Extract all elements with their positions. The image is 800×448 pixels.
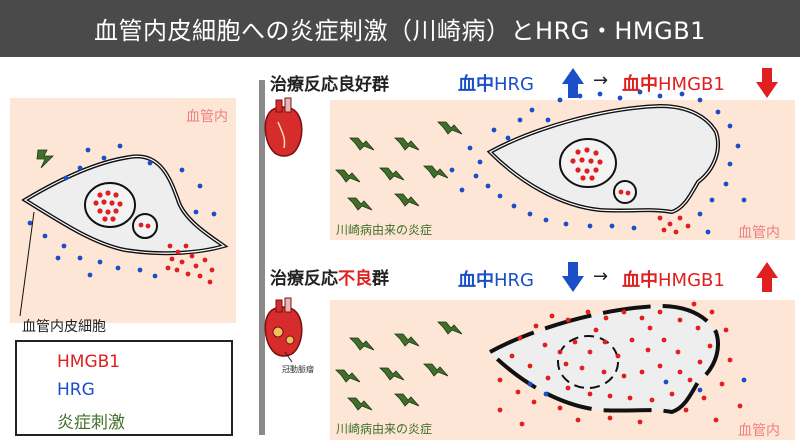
good-endothelial-cell	[486, 103, 720, 215]
good-inflammation-label: 川崎病由来の炎症	[336, 223, 433, 237]
header-bar: 血管内皮細胞への炎症刺激（川崎病）とHRG・HMGB1	[0, 0, 800, 57]
left-endothelial-cell	[21, 154, 229, 256]
bolt-icon	[437, 321, 463, 335]
bolt-icon	[394, 393, 420, 407]
left-hrg-dots	[27, 143, 217, 279]
good-hrg-up-arrow-icon	[562, 68, 584, 98]
bolt-icon	[379, 167, 405, 181]
bad-hmgb1-label: 血中HMGB1	[622, 266, 725, 292]
bolt-icon	[437, 121, 463, 135]
bad-hrg-down-arrow-icon	[562, 262, 584, 292]
bad-hrg-dots	[527, 377, 747, 397]
page-title: 血管内皮細胞への炎症刺激（川崎病）とHRG・HMGB1	[94, 17, 706, 45]
good-hmgb1-label: 血中HMGB1	[622, 70, 725, 96]
left-vessel-label: 血管内	[186, 109, 228, 125]
separator-line	[259, 80, 265, 435]
good-inflammation-bolts	[335, 121, 463, 211]
good-hmgb1-name: HMGB1	[658, 74, 725, 95]
bolt-icon	[394, 193, 420, 207]
bolt-icon	[349, 337, 375, 351]
bad-inflammation-bolts	[335, 321, 463, 411]
left-released-hmgb1	[165, 243, 215, 285]
bad-hrg-name: HRG	[494, 270, 534, 291]
bad-title-highlight: 不良	[338, 269, 372, 289]
bolt-icon	[349, 137, 375, 151]
bad-damaged-cell	[486, 303, 720, 415]
bad-title-prefix: 治療反応	[270, 269, 338, 289]
bad-title-suffix: 群	[372, 269, 389, 289]
left-nucleus-hmgb1	[93, 190, 151, 229]
bolt-icon	[423, 363, 449, 377]
good-heart-icon	[264, 97, 303, 157]
cell-pointer-line	[19, 211, 35, 317]
bad-arrow-label: →	[593, 266, 609, 287]
good-hrg-prefix: 血中	[458, 74, 494, 95]
bolt-icon	[423, 165, 449, 179]
legend-hmgb1-label: HMGB1	[57, 352, 121, 372]
good-released-hmgb1	[657, 215, 691, 235]
bolt-icon	[335, 369, 361, 383]
bolt-icon	[347, 397, 373, 411]
bad-heart-label: 冠動脈瘤	[282, 365, 314, 374]
legend-hrg-label: HRG	[57, 380, 95, 400]
legend-inflammation-label: 炎症刺激	[57, 413, 125, 433]
bad-hmgb1-up-arrow-icon	[756, 262, 778, 292]
left-inflammation-bolt-icon	[36, 149, 54, 169]
good-hrg-name: HRG	[494, 74, 534, 95]
good-hmgb1-prefix: 血中	[622, 74, 658, 95]
bad-inflammation-label: 川崎病由来の炎症	[336, 422, 433, 436]
good-nucleus-hmgb1	[570, 147, 631, 196]
bolt-icon	[347, 197, 373, 211]
bad-hrg-prefix: 血中	[458, 270, 494, 291]
good-hrg-label: 血中HRG	[458, 70, 534, 96]
bolt-icon	[394, 137, 420, 151]
good-vessel-label: 血管内	[738, 225, 780, 241]
bolt-icon	[335, 169, 361, 183]
bolt-icon	[394, 333, 420, 347]
bolt-icon	[379, 367, 405, 381]
bad-scattered-hmgb1	[497, 301, 743, 427]
legend-box: HMGB1 HRG 炎症刺激	[15, 340, 233, 436]
good-arrow-label: →	[593, 70, 609, 91]
bad-vessel-label: 血管内	[738, 423, 780, 439]
bad-hrg-label: 血中HRG	[458, 266, 534, 292]
good-row-title: 治療反応良好群	[270, 75, 389, 95]
good-hrg-dots	[449, 89, 747, 235]
bad-heart-icon	[264, 297, 303, 363]
bad-hmgb1-prefix: 血中	[622, 270, 658, 291]
good-hmgb1-down-arrow-icon	[756, 68, 778, 98]
cell-label: 血管内皮細胞	[22, 319, 106, 335]
bad-row-title: 治療反応不良群	[270, 264, 389, 289]
bad-hmgb1-name: HMGB1	[658, 270, 725, 291]
